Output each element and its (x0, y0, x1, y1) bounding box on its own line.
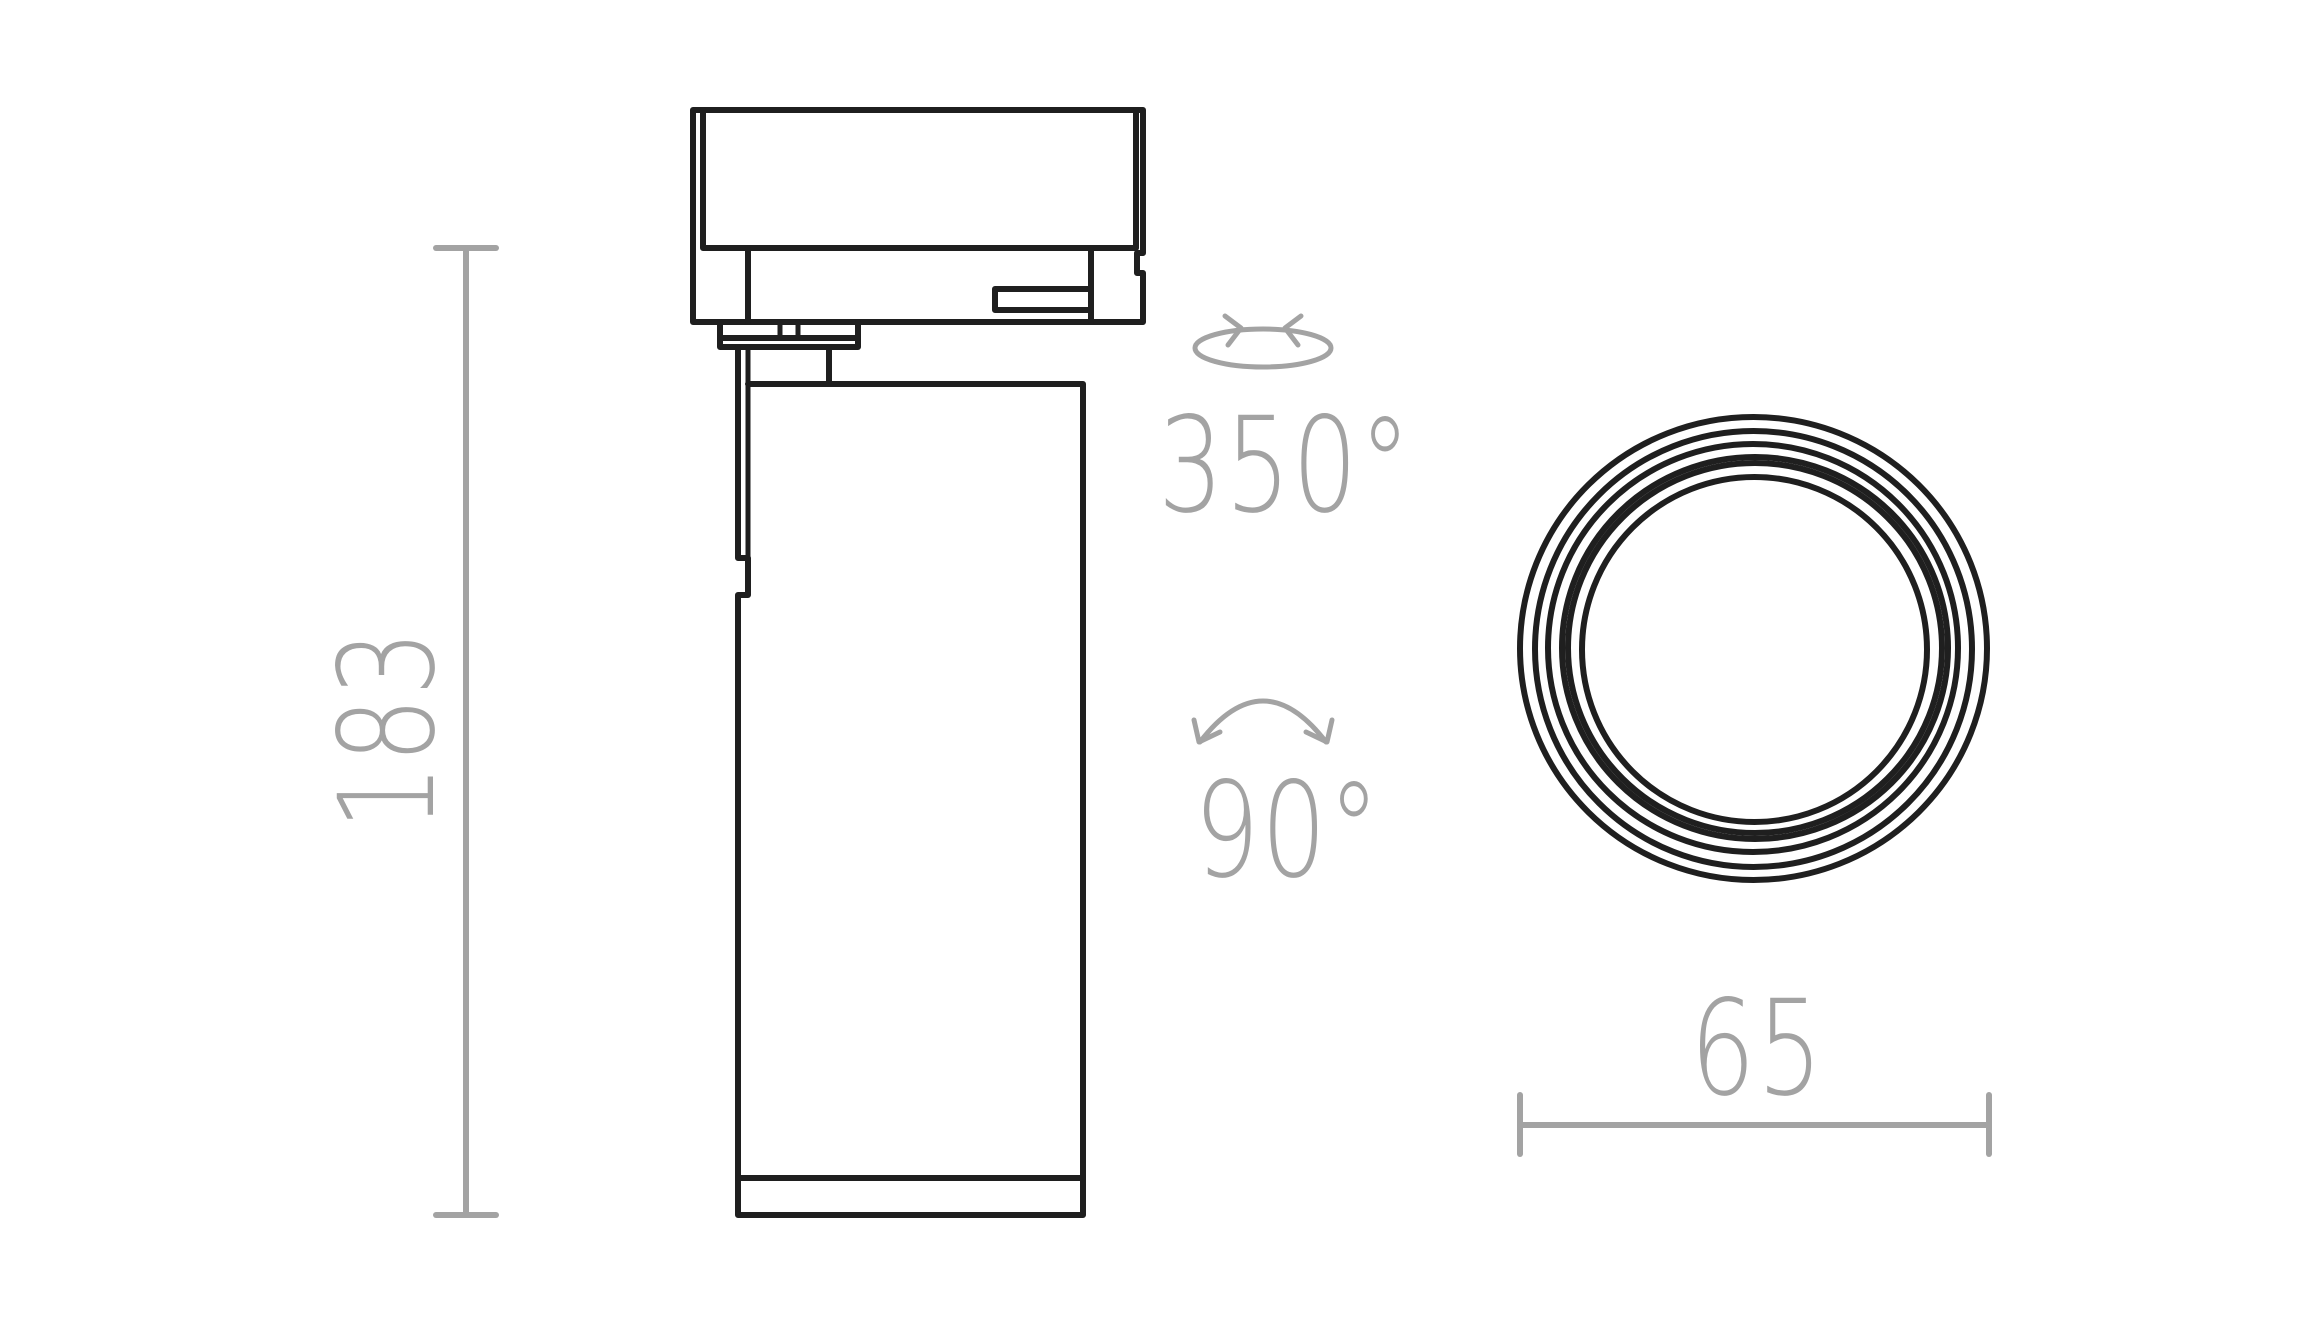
mounting-plate (717, 319, 861, 350)
track-adapter (690, 107, 1146, 325)
ring-5 (1565, 460, 1945, 836)
side-view (690, 107, 1146, 1218)
height-dimension-label: 183 (311, 628, 465, 830)
ring-1 (1517, 414, 1990, 883)
ring-4 (1559, 454, 1951, 842)
ring-2 (1532, 428, 1975, 870)
cylinder-body (735, 344, 1086, 1218)
height-dimension (433, 245, 499, 1218)
front-view (1517, 414, 1990, 883)
tilt-arc-icon (1191, 698, 1335, 745)
tilt-angle-label: 90° (1194, 754, 1382, 908)
diameter-dimension (1517, 1092, 1992, 1157)
ring-3 (1545, 441, 1961, 855)
ring-6-lens (1579, 474, 1930, 825)
horizontal-rotation-label: 350° (1158, 389, 1413, 543)
rotate-horizontal-icon (1192, 313, 1334, 370)
adapter-slot (992, 286, 1094, 313)
diameter-dimension-label: 65 (1690, 972, 1825, 1126)
